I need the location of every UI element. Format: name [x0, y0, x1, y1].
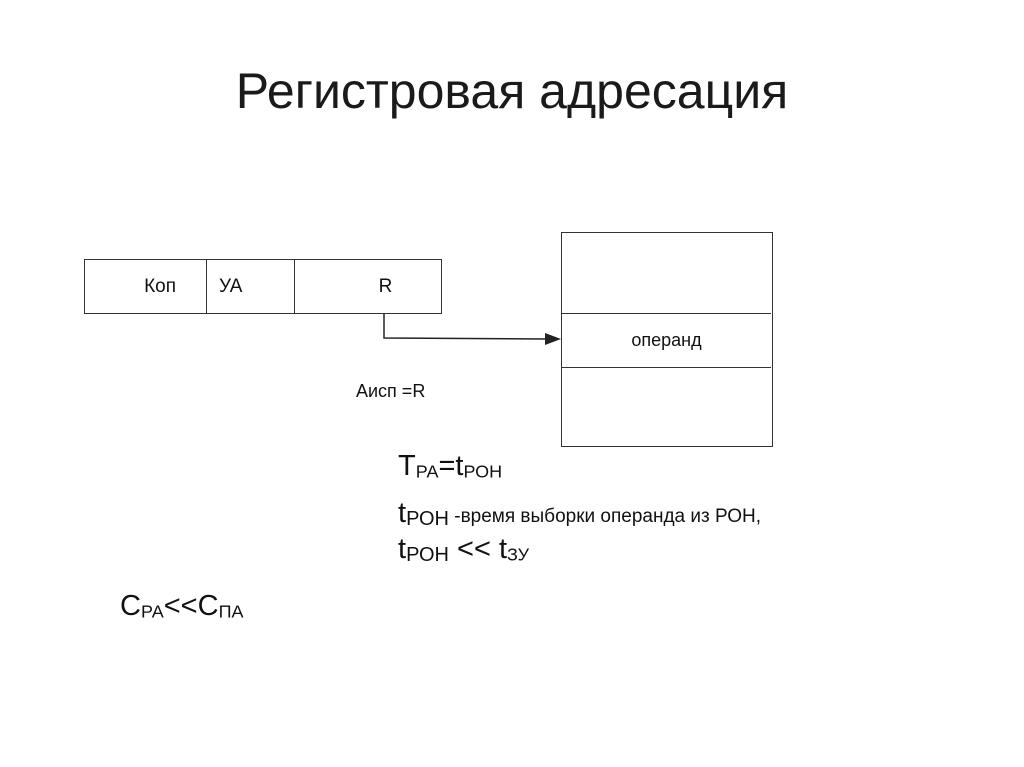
instruction-format: Коп УА R — [84, 259, 442, 314]
field-ua-label: УА — [219, 275, 243, 297]
formula-access-time: TРА=tРОН — [398, 450, 503, 482]
formula-definition: tРОН -время выборки операнда из РОН, — [398, 497, 762, 530]
register-cell-operand: операнд — [562, 313, 771, 368]
field-kop-label: Коп — [144, 275, 176, 297]
field-kop: Коп — [85, 260, 207, 313]
field-ua: УА — [207, 260, 295, 313]
address-label: Аисп =R — [356, 381, 426, 401]
formula-comparison: tРОН << tЗУ — [398, 533, 530, 566]
slide-title: Регистровая адресация — [235, 63, 789, 119]
operand-label: операнд — [631, 330, 702, 350]
formula-cost: CРА<<CПА — [120, 590, 244, 622]
register-file: операнд — [561, 232, 773, 447]
field-r-label: R — [378, 275, 393, 297]
field-r: R — [295, 260, 441, 313]
